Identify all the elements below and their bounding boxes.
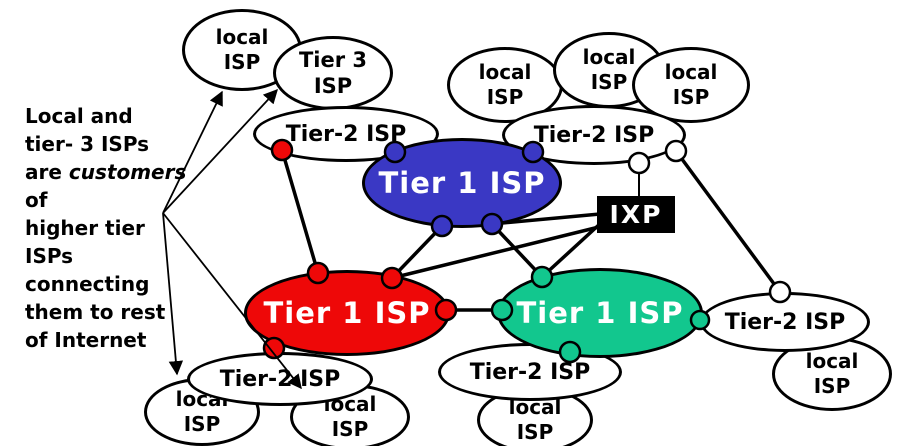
annotation-line: of Internet [25, 328, 147, 352]
tier1-isp-green: Tier 1 ISP [497, 268, 703, 358]
pop-green-tier2right [689, 309, 711, 331]
link-blue-red [390, 224, 444, 280]
pop-white-ixp [627, 151, 651, 175]
pop-green-top [530, 265, 554, 289]
pop-blue-topright [521, 140, 545, 164]
annotation-line: Local and [25, 104, 133, 128]
tier2-isp-bottom-left: Tier-2 ISP [187, 352, 373, 406]
arrow-to-local-top-left [162, 90, 223, 214]
arrow-to-local-bottom-mid [162, 212, 302, 390]
link-green-ixp [540, 220, 604, 279]
local-isp-top-left: local ISP [182, 9, 302, 91]
pop-green-left [490, 298, 514, 322]
link-blue-ixp [491, 212, 601, 226]
arrow-to-tier3 [162, 88, 278, 214]
annotation-line: tier- 3 ISPs [25, 132, 150, 156]
annotation-line: higher tier [25, 216, 145, 240]
annotation-line: of [25, 188, 48, 212]
annotation-arrows [162, 88, 302, 390]
pop-red-bottom [262, 336, 286, 360]
pop-blue-topleft [383, 140, 407, 164]
ixp-box: IXP [597, 196, 675, 233]
local-isp-top-c: local ISP [632, 47, 750, 123]
annotation-line: them to rest [25, 300, 166, 324]
pop-red-right [434, 298, 458, 322]
tier3-isp: Tier 3 ISP [273, 36, 393, 110]
annotation-text: Local and tier- 3 ISPs are customers of … [25, 102, 186, 354]
pop-red-tier2topleft [270, 138, 294, 162]
annotation-line: connecting [25, 272, 150, 296]
local-isp-top-a: local ISP [447, 47, 563, 123]
pop-circles [262, 138, 792, 364]
pop-blue-bottomleft [430, 214, 454, 238]
pop-white-tier2topright [664, 139, 688, 163]
link-tier2topright-tier2right [674, 149, 782, 294]
link-tier2topleft-redtier1 [280, 149, 320, 274]
pop-green-bottom [558, 340, 582, 364]
link-blue-green [490, 222, 544, 279]
arrow-to-local-bottom-left [162, 212, 184, 376]
pop-white-tier2right [768, 280, 792, 304]
pop-blue-bottomright [480, 212, 504, 236]
annotation-line: ISPs [25, 244, 74, 268]
network-links [280, 149, 782, 312]
link-red-ixp [391, 224, 604, 280]
annotation-line: are customers [25, 160, 187, 184]
pop-red-topright [380, 266, 404, 290]
pop-red-topleft [306, 261, 330, 285]
